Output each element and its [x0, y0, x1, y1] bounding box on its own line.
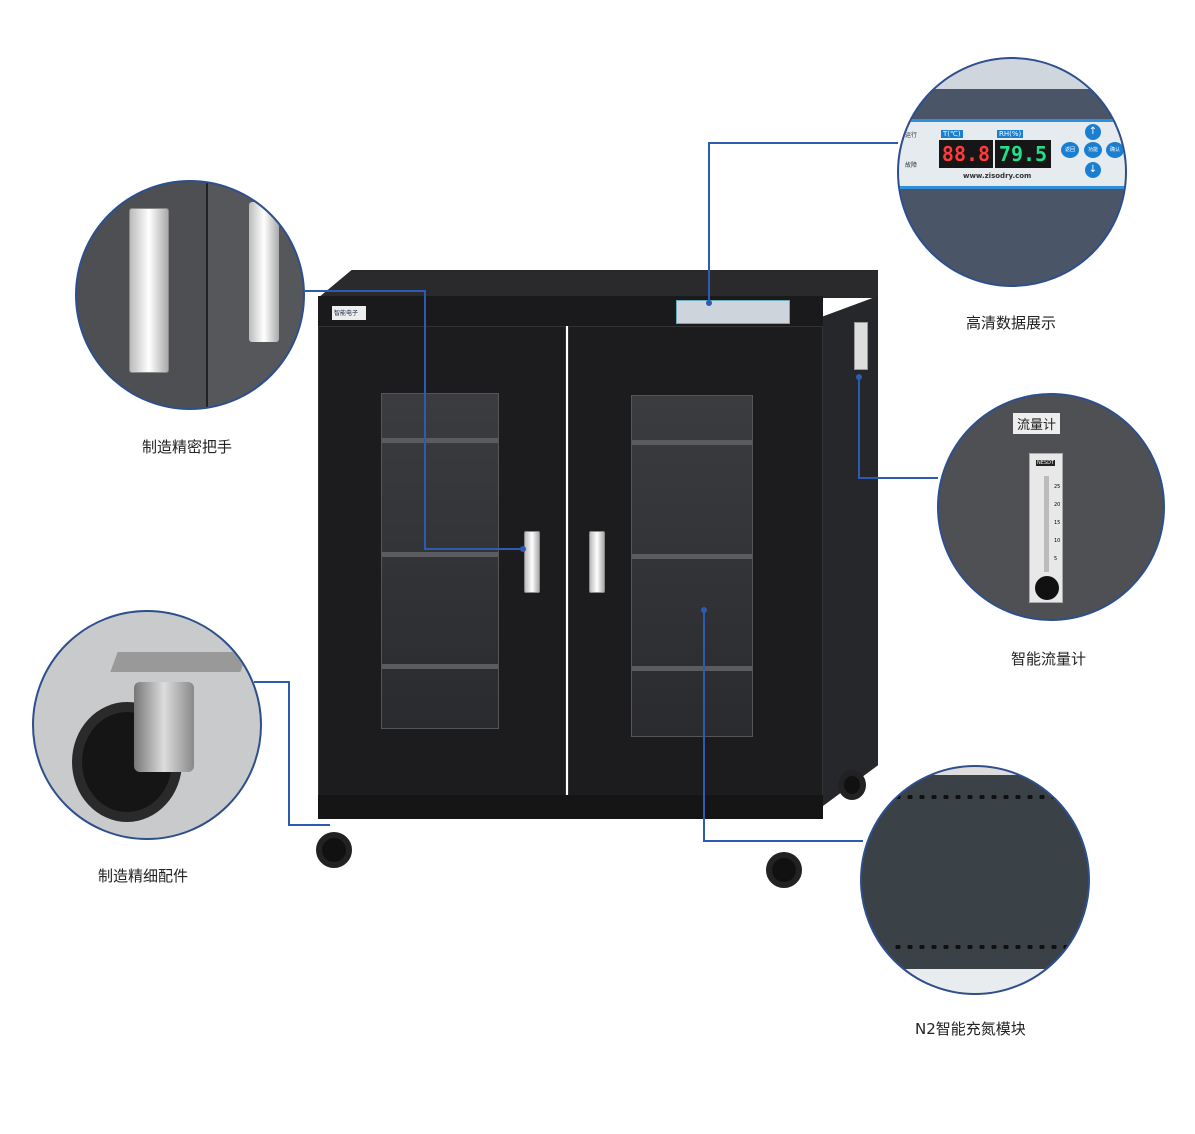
- flowmeter-mini: [854, 322, 868, 370]
- right-door-handle[interactable]: [589, 531, 605, 593]
- flowmeter-detail-circle: 流量计 NESDT 25 20 15 10 5: [937, 393, 1165, 621]
- status-fault-label: 故障: [905, 162, 918, 169]
- flowmeter-tube: NESDT 25 20 15 10 5: [1029, 453, 1063, 603]
- nitrogen-module-circle: [860, 765, 1090, 995]
- scale-label: 20: [1054, 502, 1061, 508]
- scale-label: 25: [1054, 484, 1061, 490]
- confirm-button[interactable]: 确认: [1106, 142, 1124, 158]
- brand-logo-text: 智能电子: [334, 310, 359, 317]
- up-button[interactable]: ↑: [1085, 124, 1101, 140]
- temp-readout: 88.8: [939, 140, 993, 168]
- cabinet-base: [318, 795, 823, 819]
- website-text: www.zisodry.com: [963, 172, 1032, 180]
- right-door[interactable]: [568, 326, 823, 804]
- callout-flowmeter-label: 智能流量计: [1011, 650, 1087, 668]
- callout-caster-label: 制造精细配件: [98, 867, 189, 885]
- rh-readout: 79.5: [995, 140, 1051, 168]
- caster-wheel: [838, 770, 866, 800]
- left-door-window: [381, 393, 499, 729]
- caster-detail-circle: [32, 610, 262, 840]
- flowmeter-knob[interactable]: [1035, 576, 1059, 600]
- status-run-label: 运行: [905, 132, 918, 139]
- down-button[interactable]: ↓: [1085, 162, 1101, 178]
- handle-closeup: [129, 208, 169, 373]
- right-door-window: [631, 395, 753, 737]
- brand-logo: 智能电子: [332, 306, 366, 320]
- scale-label: 5: [1054, 556, 1058, 562]
- display-detail-circle: 运行 故障 T(℃) RH(%) 88.8 79.5 www.zisodry.c…: [897, 57, 1127, 287]
- flowmeter-brand: NESDT: [1036, 460, 1055, 466]
- caster-wheel: [766, 852, 802, 888]
- callout-nitrogen-label: N2智能充氮模块: [915, 1020, 1026, 1038]
- left-door-handle[interactable]: [524, 531, 540, 593]
- caster-wheel: [316, 832, 352, 868]
- callout-handle-label: 制造精密把手: [142, 438, 233, 456]
- callout-display-label: 高清数据展示: [966, 314, 1057, 332]
- scale-label: 10: [1054, 538, 1061, 544]
- cabinet: 智能电子: [318, 270, 878, 830]
- temp-label: T(℃): [941, 130, 963, 138]
- rh-label: RH(%): [997, 130, 1024, 138]
- cabinet-side: [823, 296, 878, 806]
- mini-display-panel: [676, 300, 790, 324]
- left-door[interactable]: [318, 326, 566, 800]
- handle-detail-circle: [75, 180, 305, 410]
- back-button[interactable]: 返回: [1061, 142, 1079, 158]
- scale-label: 15: [1054, 520, 1061, 526]
- control-panel: 运行 故障 T(℃) RH(%) 88.8 79.5 www.zisodry.c…: [899, 119, 1125, 189]
- flowmeter-sign: 流量计: [1013, 413, 1061, 434]
- function-button[interactable]: 功能: [1084, 142, 1102, 158]
- cabinet-top: [318, 270, 878, 298]
